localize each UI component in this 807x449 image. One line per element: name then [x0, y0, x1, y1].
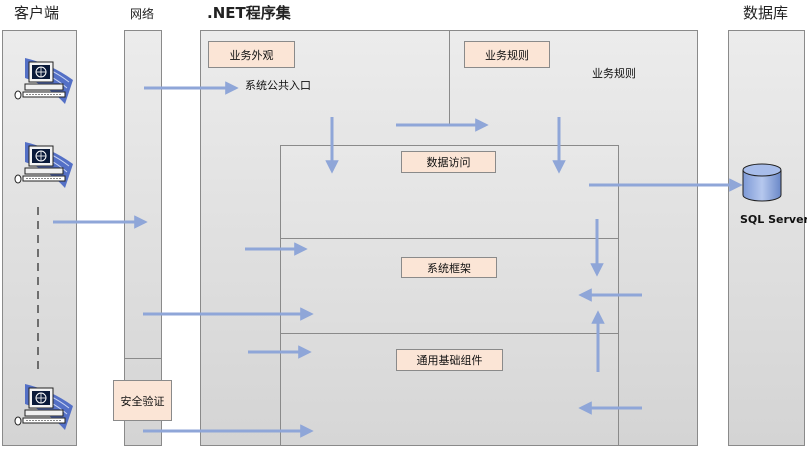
- database-cylinder-icon: [742, 163, 782, 202]
- computer-icon: [14, 142, 73, 188]
- computer-icon: [14, 58, 73, 104]
- common-components-box: 通用基础组件: [396, 349, 503, 371]
- layer-divider-2: [280, 333, 619, 334]
- computer-icon: [14, 384, 73, 430]
- data-access-box: 数据访问: [401, 151, 496, 173]
- business-rules-box: 业务规则: [464, 41, 550, 68]
- layer-stack: [280, 145, 619, 446]
- layer-divider-1: [280, 238, 619, 239]
- network-column: [124, 30, 162, 446]
- facade-rules-divider: [449, 30, 450, 126]
- security-validation-box: 安全验证: [113, 380, 172, 421]
- dotnet-header: .NET程序集: [207, 4, 291, 22]
- business-rules-label: 业务规则: [592, 67, 636, 80]
- database-column: [728, 30, 805, 446]
- network-divider: [124, 358, 162, 359]
- client-header: 客户端: [14, 4, 60, 22]
- business-facade-box: 业务外观: [208, 41, 295, 68]
- sql-server-label: SQL Server: [740, 213, 807, 226]
- client-ellipsis-line: [37, 207, 39, 373]
- database-header: 数据库: [743, 4, 789, 22]
- system-framework-box: 系统框架: [401, 257, 497, 278]
- network-header: 网络: [130, 7, 155, 21]
- public-entry-label: 系统公共入口: [245, 79, 311, 92]
